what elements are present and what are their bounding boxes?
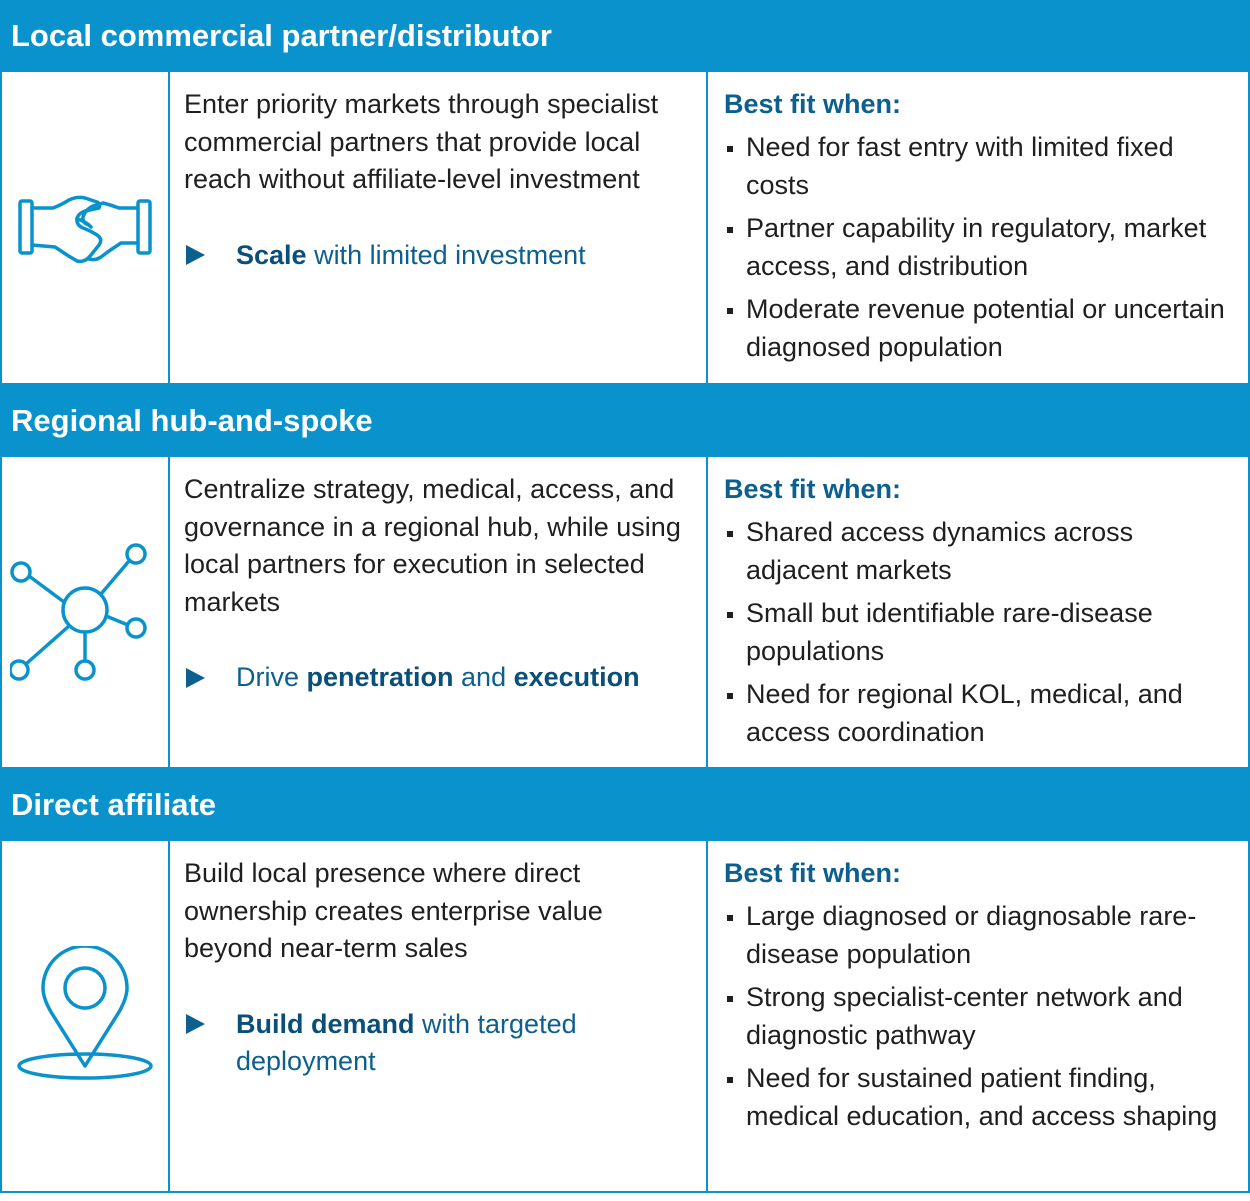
callout-text: Scale with limited investment <box>236 239 586 270</box>
list-item: Moderate revenue potential or uncertain … <box>724 291 1240 366</box>
callout: Scale with limited investment <box>184 237 696 275</box>
bullet-icon <box>727 146 733 152</box>
list-item: Need for regional KOL, medical, and acce… <box>724 676 1240 751</box>
callout: Build demand with targeted deployment <box>184 1006 696 1081</box>
section-body: Centralize strategy, medical, access, an… <box>0 457 1250 769</box>
list-item: Small but identifiable rare-disease popu… <box>724 595 1240 670</box>
bullet-icon <box>727 996 733 1002</box>
bullet-icon <box>727 1077 733 1083</box>
icon-cell <box>2 841 170 1191</box>
bullet-icon <box>727 693 733 699</box>
best-fit-cell: Best fit when: Shared access dynamics ac… <box>710 457 1248 767</box>
section-body: Enter priority markets through specialis… <box>0 72 1250 385</box>
section-local-partner: Local commercial partner/distributor Ent… <box>0 0 1250 385</box>
bullet-icon <box>727 915 733 921</box>
bullet-icon <box>727 612 733 618</box>
callout-text: Build demand with targeted deployment <box>236 1008 577 1077</box>
bullet-icon <box>727 531 733 537</box>
section-header: Local commercial partner/distributor <box>0 0 1250 72</box>
list-item: Partner capability in regulatory, market… <box>724 210 1240 285</box>
best-fit-title: Best fit when: <box>724 474 902 504</box>
best-fit-cell: Best fit when: Need for fast entry with … <box>710 72 1248 383</box>
list-item: Shared access dynamics across adjacent m… <box>724 514 1240 589</box>
best-fit-cell: Best fit when: Large diagnosed or diagno… <box>710 841 1248 1191</box>
best-fit-list: Large diagnosed or diagnosable rare-dise… <box>724 898 1240 1135</box>
bullet-icon <box>727 308 733 314</box>
triangle-icon <box>184 1006 236 1044</box>
hub-network-icon <box>10 543 147 681</box>
description-text: Centralize strategy, medical, access, an… <box>184 474 681 617</box>
callout-text: Drive penetration and execution <box>236 662 640 692</box>
best-fit-list: Shared access dynamics across adjacent m… <box>724 514 1240 751</box>
list-item: Need for sustained patient finding, medi… <box>724 1060 1240 1135</box>
best-fit-list: Need for fast entry with limited fixed c… <box>724 129 1240 366</box>
section-direct-affiliate: Direct affiliate Build local presence wh… <box>0 769 1250 1193</box>
best-fit-title: Best fit when: <box>724 89 902 119</box>
list-item: Need for fast entry with limited fixed c… <box>724 129 1240 204</box>
section-hub-and-spoke: Regional hub-and-spoke Cent <box>0 385 1250 769</box>
handshake-icon <box>18 195 152 263</box>
triangle-icon <box>184 237 236 275</box>
description-cell: Centralize strategy, medical, access, an… <box>170 457 708 767</box>
triangle-icon <box>184 659 236 697</box>
section-header: Regional hub-and-spoke <box>0 385 1250 457</box>
bullet-icon <box>727 227 733 233</box>
icon-cell <box>2 72 170 383</box>
list-item: Strong specialist-center network and dia… <box>724 979 1240 1054</box>
description-text: Enter priority markets through specialis… <box>184 89 659 194</box>
location-pin-icon <box>17 946 153 1080</box>
callout: Drive penetration and execution <box>184 659 696 697</box>
description-cell: Build local presence where direct owners… <box>170 841 708 1191</box>
description-cell: Enter priority markets through specialis… <box>170 72 708 383</box>
description-text: Build local presence where direct owners… <box>184 858 603 963</box>
list-item: Large diagnosed or diagnosable rare-dise… <box>724 898 1240 973</box>
section-header: Direct affiliate <box>0 769 1250 841</box>
section-body: Build local presence where direct owners… <box>0 841 1250 1193</box>
icon-cell <box>2 457 170 767</box>
best-fit-title: Best fit when: <box>724 858 902 888</box>
